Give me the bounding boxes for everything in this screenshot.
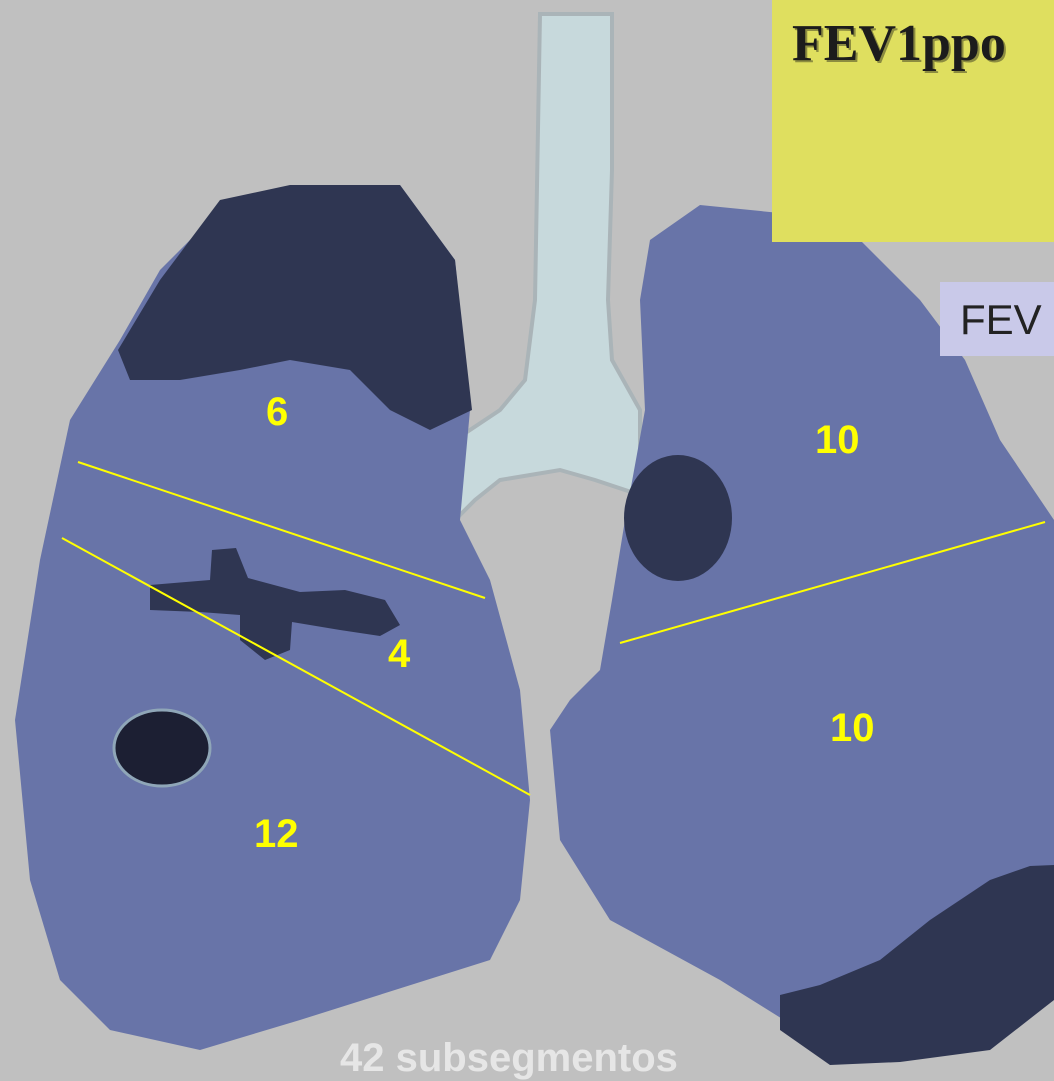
segment-count-right-lower: 12: [254, 812, 299, 857]
segment-count-right-middle: 4: [388, 632, 410, 677]
trachea: [455, 14, 640, 520]
cavity-lesion: [114, 710, 210, 786]
segment-count-right-upper: 6: [266, 390, 288, 435]
title: FEV1ppo: [792, 14, 1006, 73]
segment-count-left-lower: 10: [830, 706, 875, 751]
footer-subsegment-total: 42 subsegmentos: [340, 1036, 678, 1081]
segment-count-left-upper: 10: [815, 418, 860, 463]
left-upper-dark-region: [624, 455, 732, 581]
fev-label: FEV: [960, 296, 1042, 344]
